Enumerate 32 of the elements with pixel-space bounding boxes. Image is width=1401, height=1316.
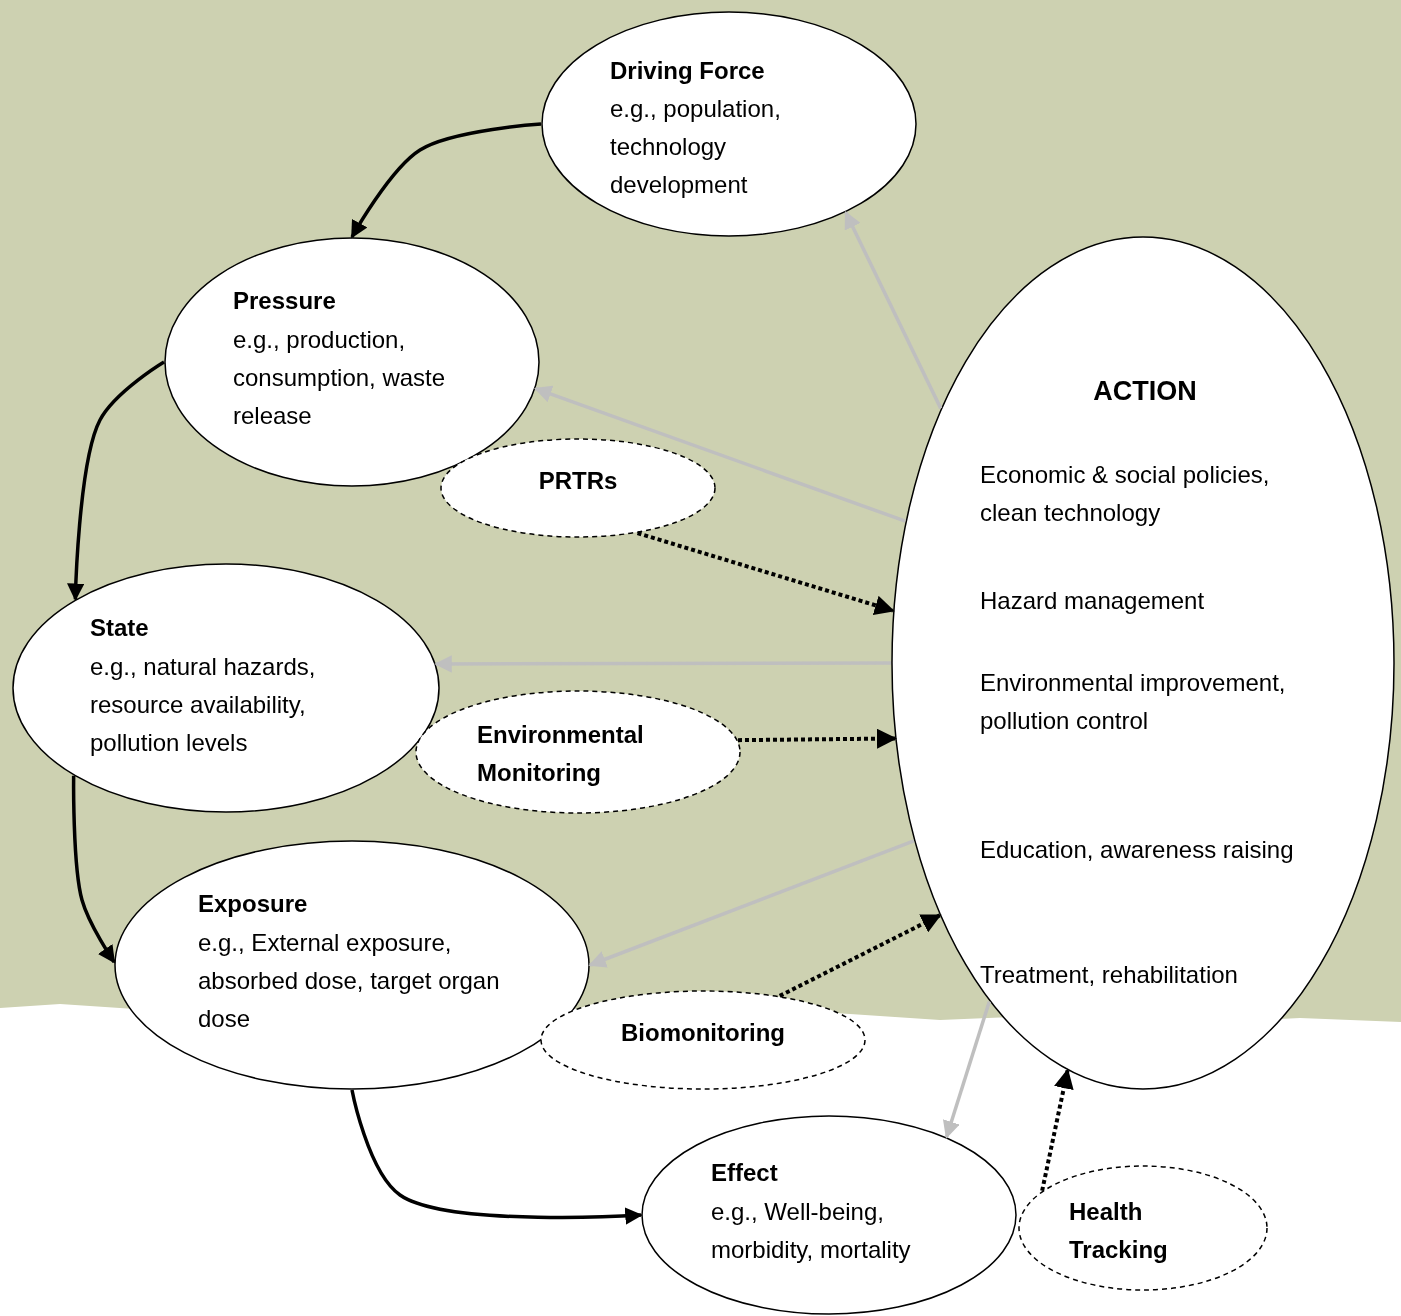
dotted-arrow xyxy=(636,531,895,615)
node-label: Environmental Monitoring xyxy=(477,720,645,788)
node-text: Economic & social policies, clean technology xyxy=(980,460,1271,528)
node-text: Education, awareness raising xyxy=(980,835,1295,865)
node-text: e.g., production, consumption, waste release xyxy=(233,325,447,431)
arrow xyxy=(71,775,116,964)
node-label: PRTRs xyxy=(537,466,619,496)
node-heading: Pressure xyxy=(233,286,337,316)
node-heading: ACTION xyxy=(1092,375,1198,408)
node-heading: Driving Force xyxy=(610,56,766,86)
node-text: Environmental improvement, pollution control xyxy=(980,668,1287,736)
arrow xyxy=(67,360,165,601)
arrow xyxy=(534,385,906,523)
dotted-arrow xyxy=(737,728,897,749)
node-text: Treatment, rehabilitation xyxy=(980,960,1239,990)
node-text: e.g., External exposure, absorbed dose, target organ dose xyxy=(198,928,501,1034)
arrow xyxy=(434,655,891,673)
node-text: Hazard management xyxy=(980,586,1206,616)
node-text: e.g., Well-being, morbidity, mortality xyxy=(711,1197,912,1265)
dotted-arrow xyxy=(778,913,942,998)
arrow xyxy=(350,122,542,239)
node-text: e.g., natural hazards, resource availability, pollution levels xyxy=(90,652,317,758)
node-heading: Effect xyxy=(711,1158,779,1188)
node-label: Biomonitoring xyxy=(620,1018,786,1048)
node-heading: Exposure xyxy=(198,889,309,919)
dotted-arrow xyxy=(1040,1068,1074,1192)
node-heading: State xyxy=(90,613,150,643)
arrow xyxy=(844,211,943,410)
arrow xyxy=(350,1089,643,1225)
arrow xyxy=(588,839,915,968)
node-label: Health Tracking xyxy=(1069,1197,1169,1265)
node-text: e.g., population, technology development xyxy=(610,94,782,200)
